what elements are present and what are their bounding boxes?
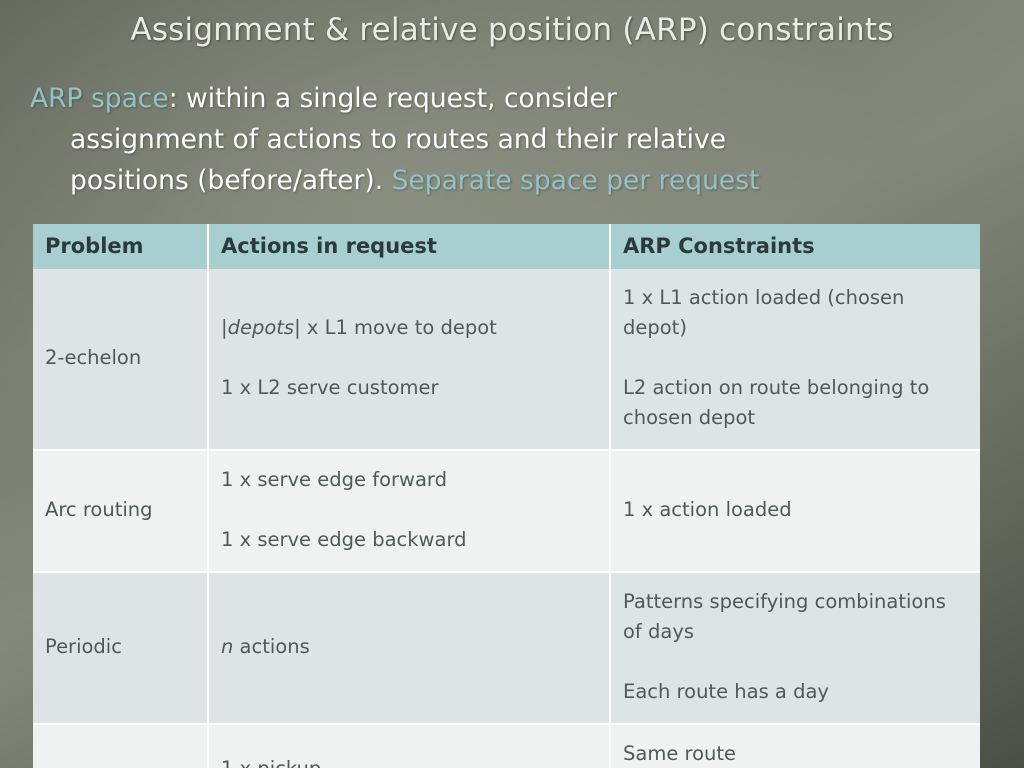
cell-problem: 2-echelon bbox=[33, 269, 209, 451]
cell-constraints: 1 x action loaded bbox=[610, 450, 980, 573]
cell-problem: Arc routing bbox=[33, 450, 209, 573]
table-header-row: Problem Actions in request ARP Constrain… bbox=[33, 224, 980, 269]
spacer bbox=[221, 343, 597, 373]
spacer bbox=[623, 647, 968, 677]
cell-problem: Pick-up deliver bbox=[33, 724, 209, 768]
actions-line-1: 1 x serve edge forward bbox=[221, 468, 447, 491]
lead-line3-accent: Separate space per request bbox=[391, 165, 760, 196]
lead-line3: positions (before/after). Separate space… bbox=[30, 160, 998, 201]
arp-table: Problem Actions in request ARP Constrain… bbox=[33, 224, 980, 768]
constraints-line-2: Each route has a day bbox=[623, 680, 829, 703]
column-header-constraints: ARP Constraints bbox=[610, 224, 980, 269]
table-row: Periodic n actions Patterns specifying c… bbox=[33, 572, 980, 725]
cell-constraints: Patterns specifying combinations of days… bbox=[610, 572, 980, 725]
lead-line1-rest: : within a single request, consider bbox=[168, 83, 617, 114]
lead-line3-plain: positions (before/after). bbox=[70, 165, 392, 196]
lead-line2: assignment of actions to routes and thei… bbox=[70, 124, 727, 155]
actions-line-1: 1 x pickup bbox=[221, 757, 321, 768]
actions-line-2: 1 x L2 serve customer bbox=[221, 376, 439, 399]
table-row: Arc routing 1 x serve edge forward 1 x s… bbox=[33, 450, 980, 573]
constraints-line-1: 1 x L1 action loaded (chosen depot) bbox=[623, 286, 905, 339]
actions-line-2: 1 x serve edge backward bbox=[221, 528, 467, 551]
table-row: Pick-up deliver 1 x pickup 1 x deliver S… bbox=[33, 724, 980, 768]
page-title: Assignment & relative position (ARP) con… bbox=[130, 12, 894, 48]
actions-rest: actions bbox=[233, 635, 310, 658]
actions-line-1-rest: | x L1 move to depot bbox=[294, 316, 497, 339]
actions-line-1: |depots| x L1 move to depot bbox=[221, 316, 497, 339]
depots-term: depots bbox=[227, 316, 295, 339]
cell-problem: Periodic bbox=[33, 572, 209, 725]
cell-constraints: Same route Relative position - pickup be… bbox=[610, 724, 980, 768]
cell-constraints: 1 x L1 action loaded (chosen depot) L2 a… bbox=[610, 269, 980, 451]
column-header-actions: Actions in request bbox=[208, 224, 611, 269]
constraints-line-2: L2 action on route belonging to chosen d… bbox=[623, 376, 930, 429]
column-header-problem: Problem bbox=[33, 224, 209, 269]
cell-actions: 1 x serve edge forward 1 x serve edge ba… bbox=[208, 450, 611, 573]
constraints-line-1: Same route bbox=[623, 742, 737, 765]
lead-accent-term: ARP space bbox=[30, 83, 169, 114]
cell-actions: 1 x pickup 1 x deliver bbox=[208, 724, 611, 768]
cell-actions: n actions bbox=[208, 572, 611, 725]
spacer bbox=[221, 495, 597, 525]
n-term: n bbox=[221, 635, 234, 658]
spacer bbox=[623, 343, 968, 373]
lead-paragraph: ARP space: within a single request, cons… bbox=[30, 78, 998, 201]
cell-actions: |depots| x L1 move to depot 1 x L2 serve… bbox=[208, 269, 611, 451]
table-row: 2-echelon |depots| x L1 move to depot 1 … bbox=[33, 269, 980, 451]
bar-open: | bbox=[221, 316, 228, 339]
constraints-line-1: Patterns specifying combinations of days bbox=[623, 590, 946, 643]
